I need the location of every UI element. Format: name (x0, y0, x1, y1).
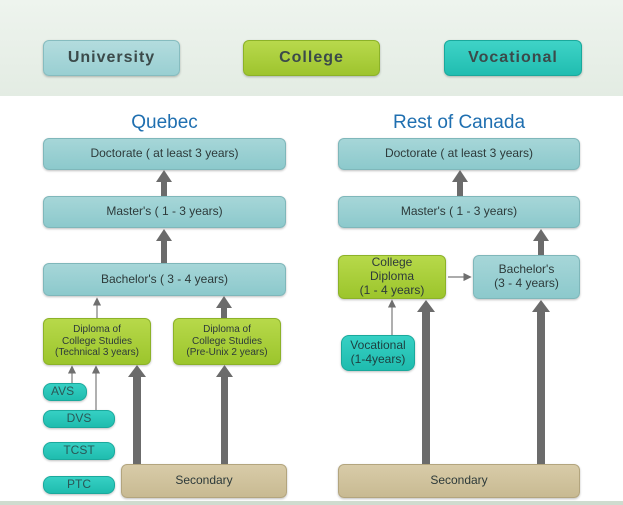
quebec-bachelors-box: Bachelor's ( 3 - 4 years) (43, 263, 286, 296)
diploma-technical-line2: College Studies (61, 335, 133, 347)
college-diploma-line2: Diploma (369, 269, 414, 284)
arrow-roc-masters-to-doctorate (452, 170, 468, 196)
college-diploma-line3: (1 - 4 years) (359, 282, 425, 297)
arrow-quebec-masters-to-doctorate (156, 170, 172, 196)
roc-masters-box: Master's ( 1 - 3 years) (338, 196, 580, 228)
roc-college-diploma-box: College Diploma (1 - 4 years) (338, 255, 446, 299)
arrow-roc-secondary-to-bachelors (532, 300, 550, 464)
roc-vocational-line1: Vocational (350, 338, 406, 353)
diploma-technical-line1: Diploma of (73, 324, 121, 336)
arrow-quebec-secondary-to-preuni (216, 365, 233, 464)
legend-vocational: Vocational (444, 40, 582, 76)
quebec-diploma-preuni-box: Diploma of College Studies (Pre-Unix 2 y… (173, 318, 281, 365)
roc-bachelors-line2: (3 - 4 years) (494, 276, 559, 290)
diploma-technical-line3: (Technical 3 years) (55, 347, 139, 359)
quebec-doctorate-box: Doctorate ( at least 3 years) (43, 138, 286, 170)
quebec-avs-box: AVS (43, 383, 87, 401)
arrow-quebec-secondary-to-technical (128, 365, 146, 464)
quebec-diploma-technical-box: Diploma of College Studies (Technical 3 … (43, 318, 151, 365)
quebec-ptc-box: PTC (43, 476, 115, 494)
college-diploma-line1: College (371, 255, 413, 270)
roc-bachelors-line1: Bachelor's (498, 262, 555, 277)
roc-vocational-box: Vocational (1-4years) (341, 335, 415, 371)
diploma-preuni-line1: Diploma of (203, 324, 251, 336)
roc-secondary-box: Secondary (338, 464, 580, 498)
arrow-quebec-preuni-to-bachelors (216, 296, 232, 318)
quebec-title: Quebec (131, 112, 198, 133)
quebec-tcst-box: TCST (43, 442, 115, 460)
quebec-dvs-box: DVS (43, 410, 115, 428)
roc-title: Rest of Canada (392, 112, 526, 133)
arrow-quebec-bachelors-to-masters (156, 229, 172, 263)
quebec-masters-box: Master's ( 1 - 3 years) (43, 196, 286, 228)
diploma-preuni-line3: (Pre-Unix 2 years) (186, 347, 268, 359)
roc-doctorate-box: Doctorate ( at least 3 years) (338, 138, 580, 170)
roc-vocational-line2: (1-4years) (350, 352, 406, 366)
arrow-roc-secondary-to-college (417, 300, 435, 464)
roc-bachelors-box: Bachelor's (3 - 4 years) (473, 255, 580, 299)
diploma-preuni-line2: College Studies (191, 335, 263, 347)
quebec-secondary-box: Secondary (121, 464, 287, 498)
legend-university: University (43, 40, 180, 76)
arrow-roc-bachelors-to-masters (533, 229, 549, 255)
legend-college: College (243, 40, 380, 76)
footer-line (0, 501, 623, 505)
